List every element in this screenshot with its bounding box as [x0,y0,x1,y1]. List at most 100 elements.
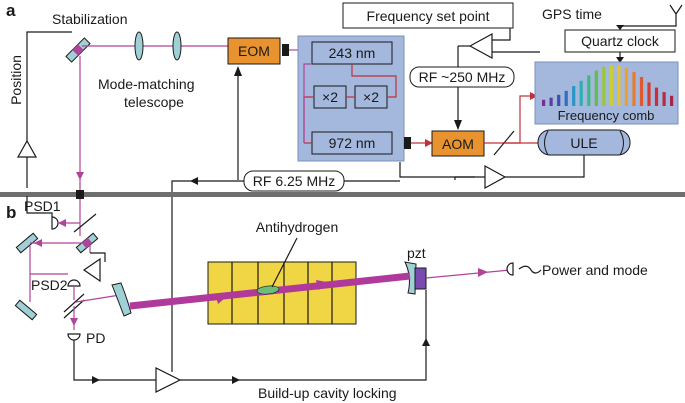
comb-tooth [647,82,651,106]
splitter-b1 [73,213,97,233]
comb-tooth [557,94,561,106]
locking-amplifier [155,367,182,393]
mirror-left-top [15,232,39,254]
psd1-detector [51,216,59,230]
splitter-b2 [63,293,85,313]
psd1-arrow [58,219,66,227]
comb-tooth [549,97,553,106]
psd2-detector [67,279,81,287]
freq-amplifier [468,32,493,60]
rf625-left-arrow [190,177,198,185]
panel-b-letter: b [6,203,16,222]
rf250-box [409,66,515,88]
pd-detector [67,333,81,341]
frequency-comb-box [534,61,679,125]
eom-connector [282,44,289,56]
pzt-actuator [414,267,427,290]
panel-divider [0,192,685,197]
rf625-down-wire [171,180,244,372]
comb-tooth [542,99,546,106]
beam-left-loop [29,246,68,275]
psd2-label: PSD2 [31,277,68,293]
power-detector [506,262,514,276]
beam-doubler-to-243 [351,64,397,98]
frequency-comb-label: Frequency comb [558,108,655,123]
comb-tooth [624,67,628,106]
lens-1 [134,31,144,61]
beam-aom-arrow [425,139,433,147]
laser-243nm-label: 243 nm [329,45,376,61]
ule-label: ULE [570,135,597,151]
locking-wire-to-pzt [180,290,427,381]
beam-to-comb [504,95,536,144]
transmitted-arrow [478,268,488,277]
beam-mirror-arrow [34,239,42,247]
comb-tooth [609,65,613,106]
ule-amplifier [484,164,507,190]
antihydrogen-label: Antihydrogen [256,219,339,235]
cavity-mirror-right [404,261,417,295]
position-feedback-wire [26,31,72,145]
laser-connector [404,137,411,149]
laser-lock-wire [399,162,475,178]
beam-in-cavity [75,294,121,303]
lens-2 [172,31,182,61]
psd1-wire [26,196,53,217]
comb-spectrum [542,65,674,106]
freq-setpoint-box [342,2,514,29]
antihydrogen-pointer [271,237,298,288]
comb-tooth [639,77,644,106]
laser-972nm-label: 972 nm [329,135,376,151]
comb-tooth [579,80,583,106]
comb-tooth [670,95,674,106]
rf250-label: RF ~250 MHz [419,69,506,85]
comb-tooth [662,92,666,106]
psd2-amplifier [82,257,101,283]
beam-fundamental [303,63,312,143]
comb-tooth [617,65,621,106]
panel-a-letter: a [6,1,16,20]
pzt-label: pzt [407,245,426,261]
antihydrogen-cloud [256,285,280,295]
mode-matching-line1: Mode-matching [98,76,195,92]
ule-mirror-right [619,130,624,156]
position-amplifier [16,139,38,158]
comb-tooth [564,90,568,106]
position-label: Position [8,55,24,105]
divider-port [76,190,84,199]
doubler-right-label: ×2 [363,89,379,105]
pd-signal-arrow [92,376,100,384]
psd1-label: PSD1 [24,198,61,214]
stabilization-label: Stabilization [52,11,128,27]
gps-arrow [616,25,624,30]
pd-label: PD [86,330,105,346]
clock-arrow [616,57,624,63]
power-signal-wire [518,265,542,274]
setpoint-to-amp [492,28,511,41]
locking-arrow [232,376,240,384]
comb-tooth [602,66,606,106]
mode-matching-line2: telescope [124,94,184,110]
eom-box [227,37,281,65]
ule-mirror-left [544,130,549,156]
comb-tooth [587,75,591,106]
aom-label: AOM [442,136,474,152]
mirror-left-bottom [14,299,38,321]
pzt-arrow [422,338,430,346]
rf250-arrow [454,120,462,130]
cavity-mirror-left [111,282,132,317]
cavity-beam-arrow-back [316,280,332,290]
gps-time-label: GPS time [542,6,602,22]
beam-transmitted [425,269,511,279]
build-up-label: Build-up cavity locking [258,385,397,401]
comb-tooth [632,71,636,106]
beam-arrow-down [76,172,84,180]
comb-tooth [572,86,576,106]
freq-setpoint-label: Frequency set point [367,8,490,24]
doubler-left-label: ×2 [322,89,338,105]
pd-arrow [70,318,78,326]
stabilization-mirror [65,37,91,63]
aom-box [431,130,485,157]
mirror-right-top [75,232,99,254]
